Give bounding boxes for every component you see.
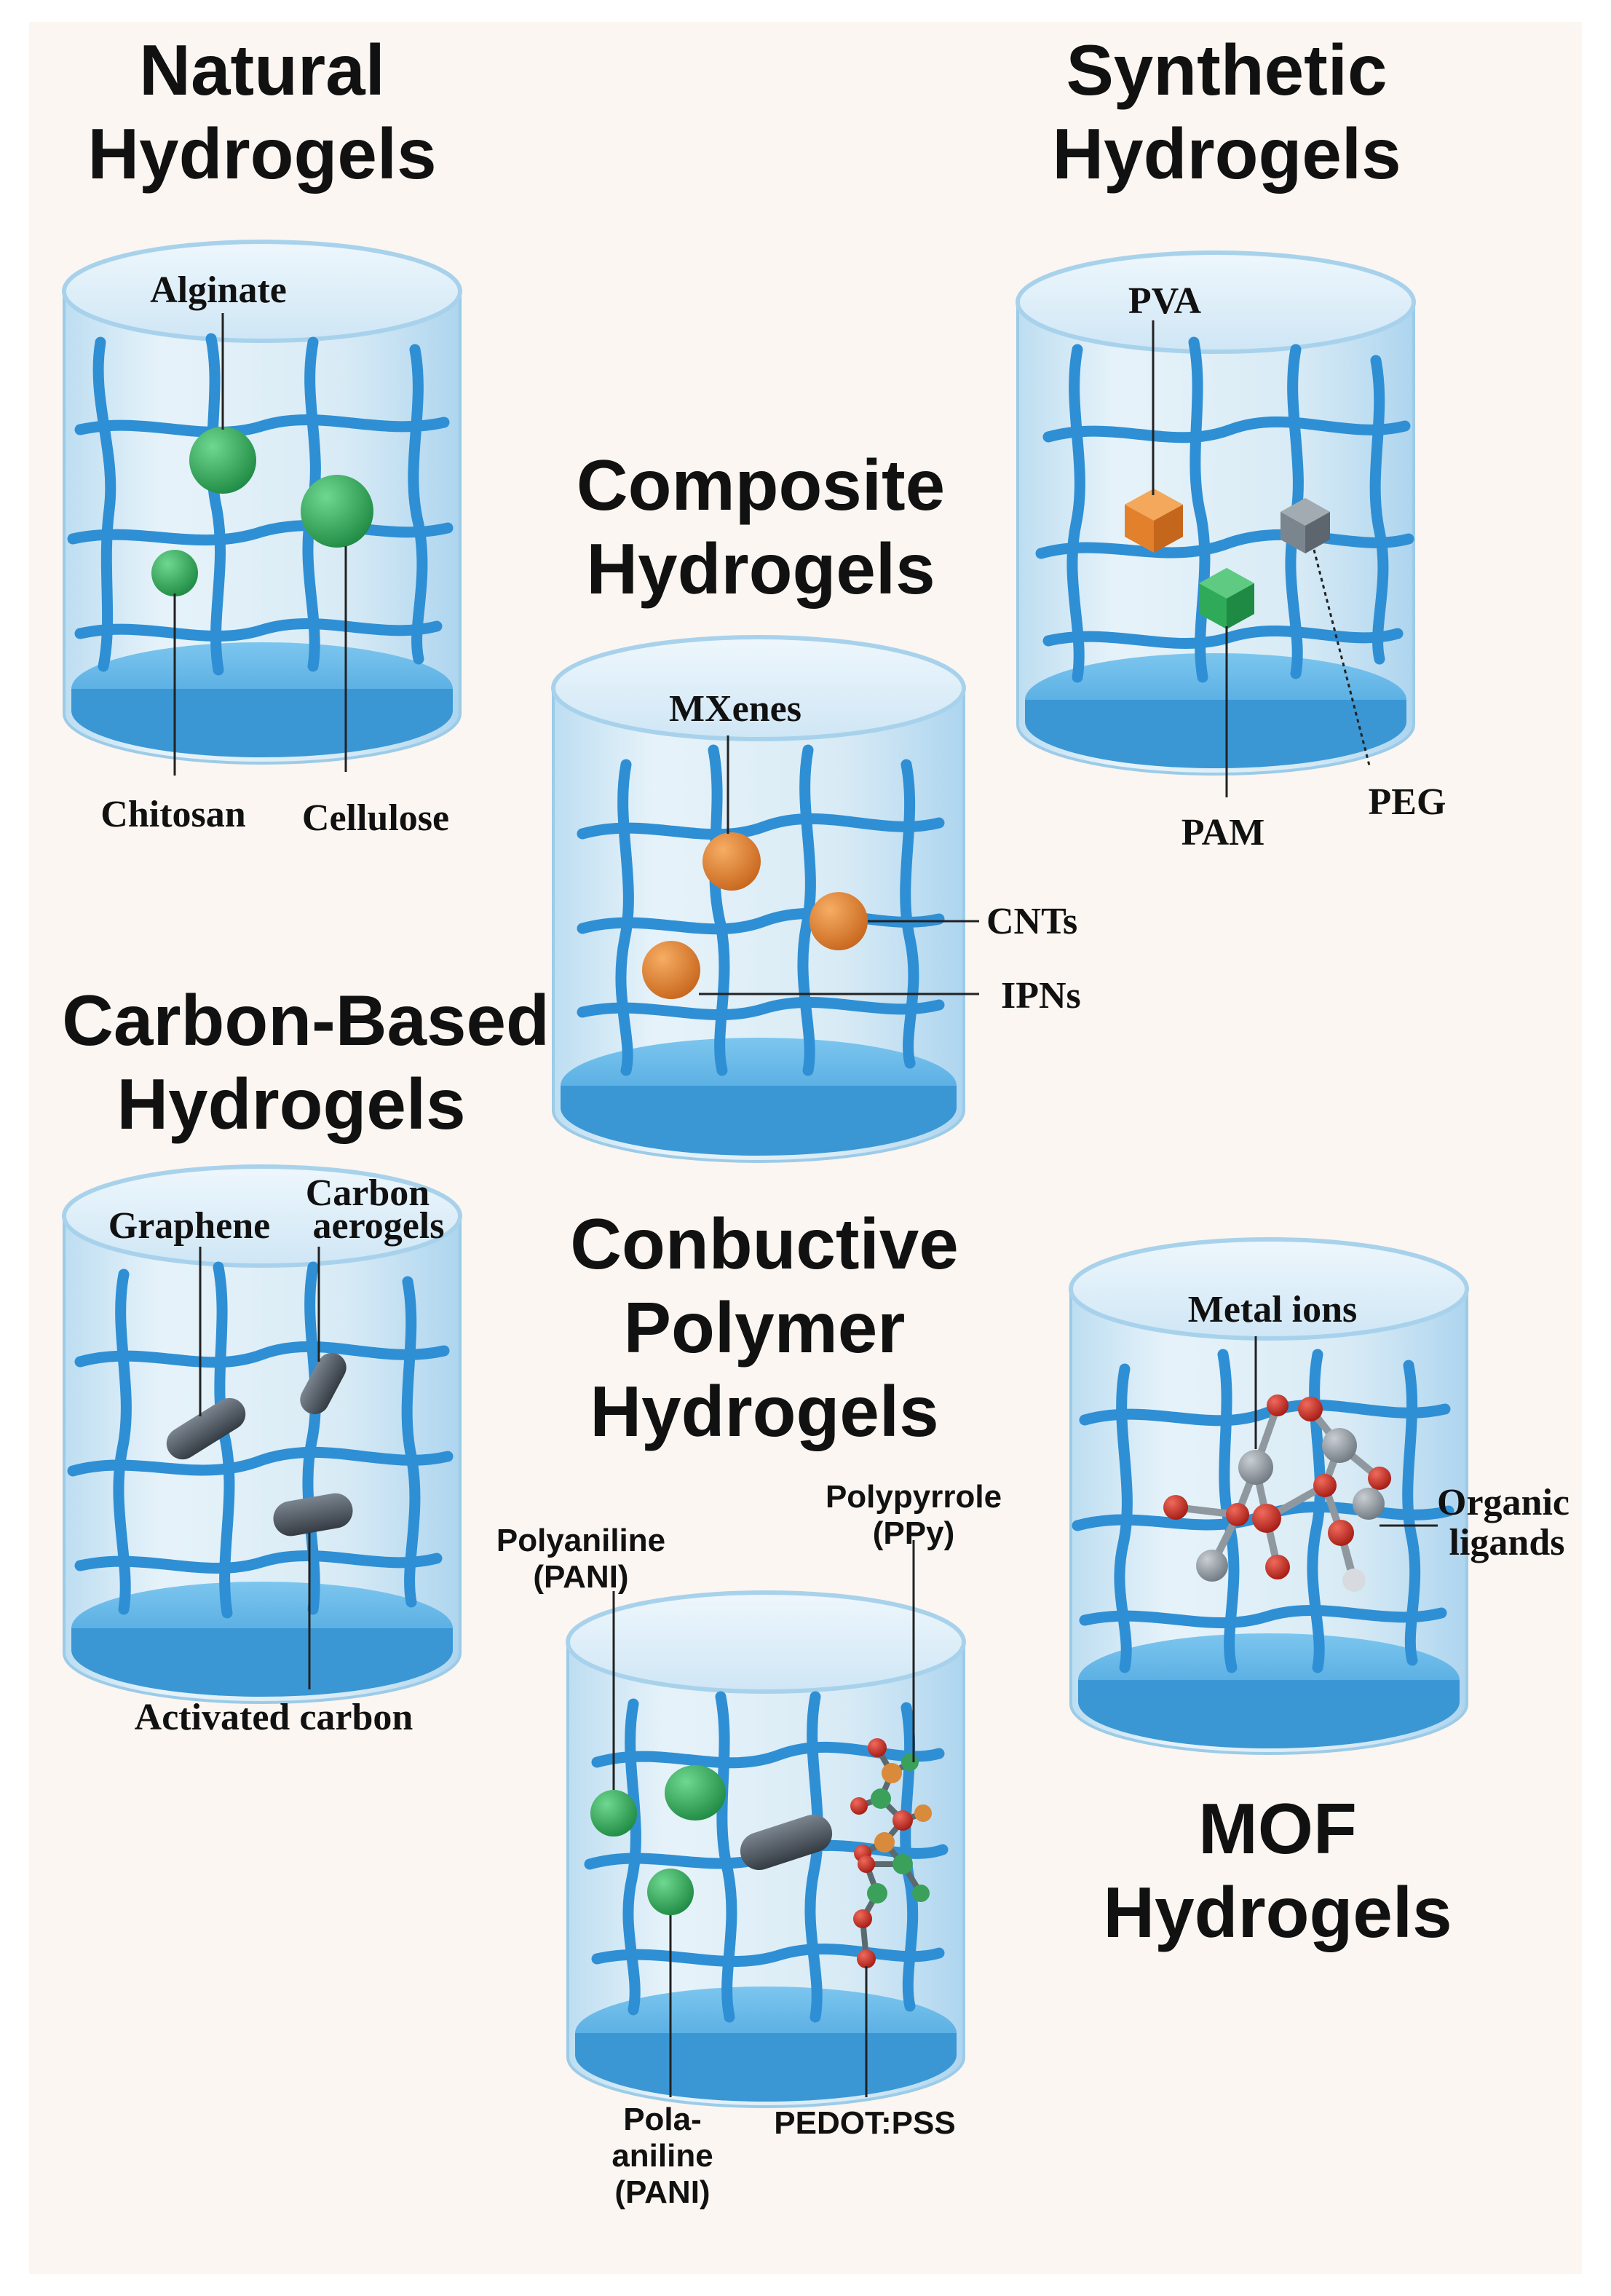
pola-aniline-particle: [647, 1869, 694, 1915]
carbon-hydrogel-panel: Graphene Carbon aerogels Activated carbo…: [62, 1164, 462, 1738]
carbon-title: Hydrogels: [116, 1064, 465, 1144]
alginate-label: Alginate: [150, 269, 287, 311]
pola-aniline-label: Pola-: [623, 2102, 702, 2137]
cellulose-particle: [301, 475, 373, 548]
cnts-particle: [810, 892, 868, 950]
synthetic-hydrogel-panel: PVA PAM PEG: [1016, 250, 1446, 853]
chitosan-particle: [151, 550, 198, 596]
cylinder: [62, 240, 462, 765]
peg-cube: [1281, 498, 1330, 553]
metal-ions-label: Metal ions: [1188, 1289, 1358, 1330]
composite-title: Hydrogels: [586, 529, 935, 609]
pola-aniline-label: (PANI): [614, 2174, 710, 2210]
pola-aniline-label: aniline: [611, 2138, 713, 2174]
carbon-aerogel-rod: [300, 1352, 347, 1415]
polymer-network: [584, 1691, 949, 2023]
mxenes-particle: [702, 832, 761, 891]
peg-label: PEG: [1369, 781, 1446, 823]
carbon-rod: [740, 1814, 833, 1871]
pva-cube: [1125, 489, 1183, 553]
mof-cluster: [1163, 1394, 1391, 1592]
synthetic-title: Synthetic: [1066, 30, 1387, 110]
natural-title: Hydrogels: [87, 114, 436, 194]
graphene-label: Graphene: [108, 1205, 270, 1247]
conductive-title: Polymer: [624, 1287, 906, 1368]
conductive-title: Conbuctive: [570, 1204, 959, 1284]
polypyrrole-label: (PPy): [873, 1515, 954, 1551]
polyaniline-label: Polyaniline: [496, 1523, 665, 1558]
mxenes-label: MXenes: [669, 688, 801, 730]
polymer-network: [67, 1261, 454, 1619]
synthetic-title: Hydrogels: [1052, 114, 1401, 194]
pedot-pss-label: PEDOT:PSS: [774, 2105, 955, 2141]
conductive-title: Hydrogels: [590, 1371, 938, 1451]
pva-label: PVA: [1128, 280, 1202, 322]
green-particle: [665, 1765, 726, 1820]
natural-title: Natural: [139, 30, 385, 110]
polypyrrole-label: Polypyrrole: [826, 1479, 1002, 1515]
carbon-title: Carbon-Based: [62, 980, 550, 1060]
composite-title: Composite: [577, 445, 945, 525]
natural-hydrogel-panel: Alginate Chitosan Cellulose: [62, 240, 462, 839]
pam-label: PAM: [1181, 812, 1265, 853]
activated-carbon-rod: [273, 1493, 353, 1536]
cnts-label: CNTs: [986, 901, 1077, 942]
mof-hydrogel-panel: Metal ions Organic ligands: [1069, 1237, 1570, 1755]
mof-title: Hydrogels: [1103, 1872, 1452, 1952]
chitosan-label: Chitosan: [100, 794, 245, 835]
pam-cube: [1199, 568, 1254, 629]
mof-title: MOF: [1198, 1788, 1357, 1869]
cellulose-label: Cellulose: [302, 797, 449, 839]
organic-ligands-label: ligands: [1449, 1522, 1565, 1563]
peg-leader: [1313, 549, 1371, 769]
carbon-aerogels-label: aerogels: [313, 1205, 445, 1247]
carbon-aerogels-label: Carbon: [306, 1172, 430, 1214]
pedot-pss-molecule: [850, 1738, 932, 1968]
organic-ligands-label: Organic: [1437, 1482, 1570, 1523]
polyaniline-label: (PANI): [533, 1559, 628, 1595]
ipns-particle: [642, 941, 700, 999]
alginate-particle: [189, 427, 256, 494]
ipns-label: IPNs: [1001, 975, 1081, 1017]
graphene-rod: [166, 1397, 246, 1460]
conductive-polymer-hydrogel-panel: Polyaniline (PANI) Polypyrrole (PPy) Pol…: [496, 1479, 1002, 2210]
composite-hydrogel-panel: MXenes CNTs IPNs: [551, 635, 1081, 1163]
activated-carbon-label: Activated carbon: [135, 1697, 413, 1738]
polyaniline-particle: [590, 1790, 637, 1837]
